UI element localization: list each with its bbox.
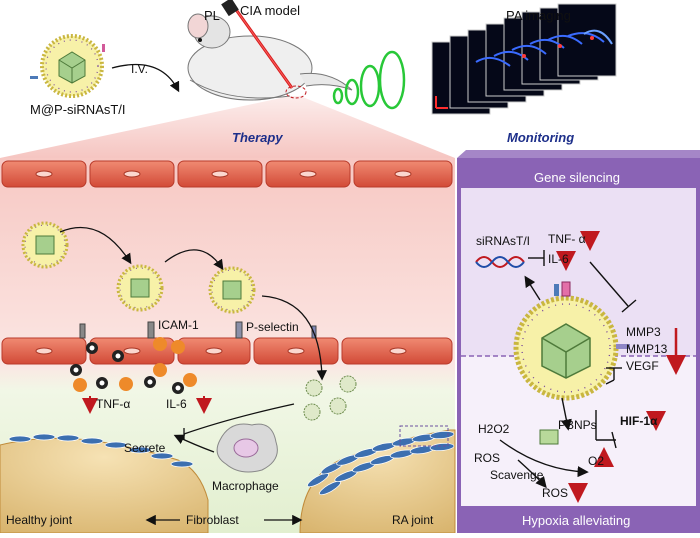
zoom-funnel (0, 96, 455, 158)
sirna-helix (475, 256, 525, 268)
pbnps-label: PBNPs (558, 418, 597, 432)
iv-arrow (111, 63, 180, 93)
photoacoustic-waves (332, 50, 406, 110)
pa-imaging-stack (431, 3, 617, 115)
zoom-box (399, 425, 449, 447)
iv-route-label: I.V. (131, 62, 148, 76)
hif-label: HIF-1α (620, 414, 658, 428)
secrete-label: Secrete (124, 441, 166, 455)
nanoparticle-label: M@P-siRNAsT/I (30, 102, 126, 117)
ros-label: ROS (474, 451, 501, 465)
o2-label: O2 (588, 454, 605, 468)
macrophage-label: Macrophage (212, 479, 279, 493)
pbnps-cube (539, 429, 559, 445)
nanoparticles-lower (21, 221, 357, 421)
cia-model-label: CIA model (240, 3, 300, 18)
lower-arrows (59, 226, 327, 526)
gene-silencing-title: Gene silencing (534, 170, 620, 185)
macrophage-cell (216, 423, 278, 473)
icam-label: ICAM-1 (158, 318, 199, 332)
mmp13-label: MMP13 (626, 342, 668, 356)
scavenge-label: Scavenge (490, 468, 544, 482)
ros-decrease-label: ROS (542, 486, 569, 500)
panel-red-arrows (556, 231, 686, 503)
panel-il6-label: IL-6 (548, 252, 569, 266)
hypoxia-title: Hypoxia alleviating (522, 513, 631, 528)
p-selectin-label: P-selectin (246, 320, 299, 334)
nanoparticle-cell (513, 281, 630, 401)
mouse-illustration (187, 0, 353, 101)
monitoring-label: Monitoring (507, 130, 575, 145)
therapy-label: Therapy (232, 130, 283, 145)
mmp3-label: MMP3 (626, 325, 661, 339)
h2o2-label: H2O2 (478, 422, 510, 436)
bottom-vessel-cells (1, 321, 453, 365)
ra-joint-label: RA joint (392, 513, 434, 527)
panel-tnf-label: TNF- α (548, 232, 586, 246)
cytokine-dots (70, 363, 197, 394)
il6-label: IL-6 (166, 397, 187, 411)
healthy-joint-label: Healthy joint (6, 513, 73, 527)
fibroblast-label: Fibroblast (186, 513, 239, 527)
nanoparticle-upper (30, 34, 105, 98)
tnf-alpha-label: TNF-α (96, 397, 131, 411)
vegf-label: VEGF (626, 359, 659, 373)
pa-imaging-title: PA imaging (506, 8, 571, 23)
healthy-fibroblasts (8, 433, 194, 468)
cytokine-decrease-arrows (82, 396, 212, 414)
sirna-label: siRNAsT/I (476, 234, 530, 248)
pl-label: PL (204, 8, 220, 23)
ra-fibroblasts (307, 431, 455, 496)
top-vessel-cells (1, 160, 453, 188)
panel-arrows (499, 250, 637, 489)
panel-top-bevel (457, 150, 700, 158)
